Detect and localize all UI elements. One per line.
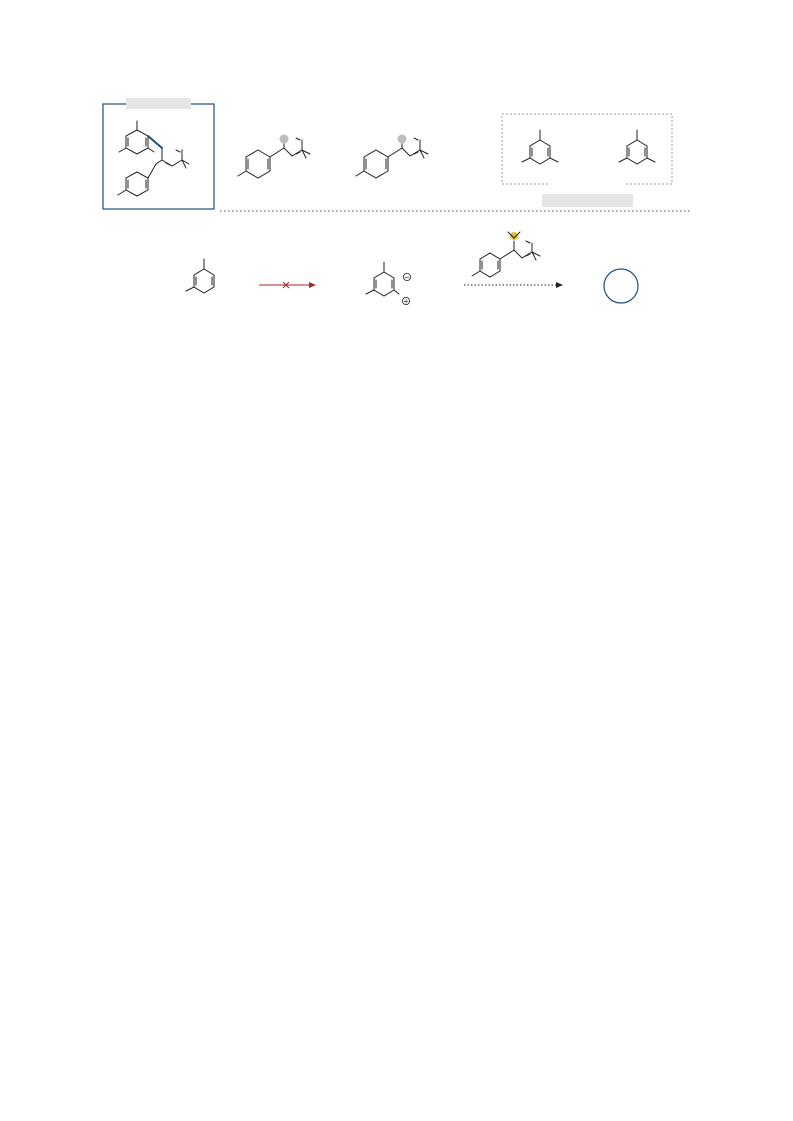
molecule-starting-arene	[185, 258, 215, 294]
positive-charge-icon: +	[401, 296, 410, 306]
frame-label-placeholder	[126, 98, 191, 109]
reaction-arrow	[464, 282, 563, 288]
highlight-atom	[397, 134, 407, 144]
molecule-reagent	[471, 231, 541, 278]
molecule-zwitterion: − +	[365, 261, 411, 306]
blocked-arrow	[259, 281, 316, 289]
molecule-aryl-heterocycle-2	[355, 134, 429, 179]
gap-mask-left	[550, 180, 624, 188]
molecule-mesitylene-1	[521, 129, 559, 165]
molecule-aryl-heterocycle-1	[237, 134, 311, 179]
framed-molecule	[117, 120, 190, 197]
cross-mark-icon	[282, 281, 290, 289]
svg-text:−: −	[404, 274, 410, 282]
group-label-placeholder	[542, 194, 633, 207]
arrow-head-icon	[309, 282, 316, 288]
highlight-atom	[279, 134, 289, 144]
svg-text:+: +	[403, 298, 409, 306]
negative-charge-icon: −	[402, 272, 411, 282]
molecule-mesitylene-2	[618, 129, 656, 165]
highlight-atom-yellow	[510, 232, 518, 240]
arrow-head-icon	[556, 282, 563, 288]
product-circle	[603, 268, 639, 304]
highlight-frame	[102, 103, 215, 210]
